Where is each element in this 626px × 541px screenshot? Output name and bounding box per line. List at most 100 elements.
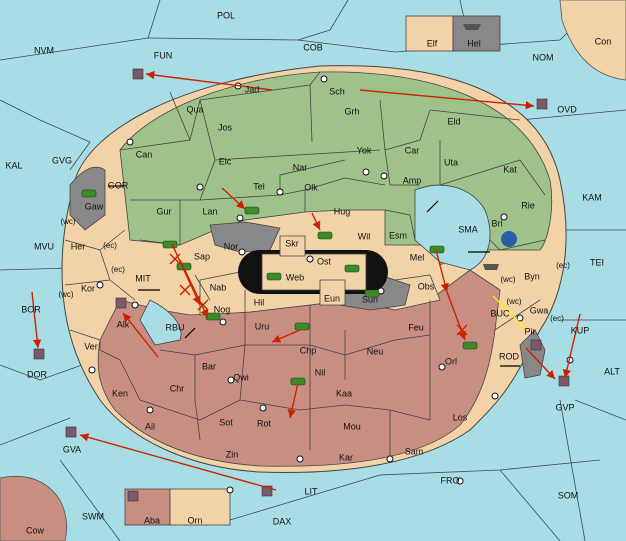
land-cow[interactable]: Cow	[26, 525, 45, 535]
land-hil[interactable]: Hil	[254, 297, 265, 307]
fleets[interactable]	[33, 68, 570, 502]
sea-sma[interactable]: SMA	[458, 224, 478, 234]
land-mel[interactable]: Mel	[410, 252, 425, 262]
sea-fun[interactable]: FUN	[154, 50, 173, 60]
land-feu[interactable]: Feu	[408, 322, 424, 332]
land-byn[interactable]: Byn	[524, 271, 540, 281]
land-uta[interactable]: Uta	[444, 157, 458, 167]
land-grh[interactable]: Grh	[344, 106, 359, 116]
coast-her-wc[interactable]: (wc)	[60, 217, 75, 226]
sea-nvm[interactable]: NVM	[34, 45, 54, 55]
coast-kor-wc[interactable]: (wc)	[58, 290, 73, 299]
sea-kam[interactable]: KAM	[582, 192, 602, 202]
sea-fro[interactable]: FRO	[441, 475, 460, 485]
sea-pol[interactable]: POL	[217, 10, 235, 20]
sea-cob[interactable]: COB	[303, 42, 323, 52]
land-obs[interactable]: Obs	[418, 281, 435, 291]
land-pir[interactable]: Pir	[525, 326, 536, 336]
corner-land-cow[interactable]	[0, 475, 68, 541]
coast-byn-wc[interactable]: (wc)	[500, 275, 515, 284]
land-can[interactable]: Can	[136, 149, 153, 159]
hel-region[interactable]	[452, 15, 501, 52]
coast-kor-ec[interactable]: (ec)	[111, 265, 125, 274]
land-nar[interactable]: Nar	[293, 162, 308, 172]
land-lan[interactable]: Lan	[202, 206, 217, 216]
land-wil[interactable]: Wil	[358, 231, 371, 241]
eun-region[interactable]	[319, 279, 346, 306]
sea-alt[interactable]: ALT	[604, 366, 620, 376]
land-kar[interactable]: Kar	[339, 452, 353, 462]
land-gur[interactable]: Gur	[156, 206, 171, 216]
land-ost[interactable]: Ost	[317, 256, 332, 266]
land-neu[interactable]: Neu	[367, 346, 384, 356]
land-amp[interactable]: Amp	[403, 175, 422, 185]
sea-lit[interactable]: LIT	[304, 486, 318, 496]
land-kor[interactable]: Kor	[81, 283, 95, 293]
grey-gaw[interactable]	[69, 166, 106, 231]
land-eun[interactable]: Eun	[324, 293, 340, 303]
sea-kup[interactable]: KUP	[571, 325, 590, 335]
land-gaw[interactable]: Gaw	[85, 201, 104, 211]
sea-nom[interactable]: NOM	[533, 52, 554, 62]
land-esm[interactable]: Esm	[389, 230, 407, 240]
sea-dax[interactable]: DAX	[273, 516, 292, 526]
sea-kal[interactable]: KAL	[5, 160, 22, 170]
land-yok[interactable]: Yok	[357, 145, 372, 155]
land-jos[interactable]: Jos	[218, 122, 233, 132]
land-ail[interactable]: Ail	[145, 421, 155, 431]
land-qua[interactable]: Qua	[186, 104, 203, 114]
coast-her-ec[interactable]: (ec)	[103, 241, 117, 250]
land-sap[interactable]: Sap	[194, 251, 210, 261]
land-uru[interactable]: Uru	[255, 321, 270, 331]
land-kaa[interactable]: Kaa	[336, 388, 352, 398]
land-con[interactable]: Con	[595, 36, 612, 46]
land-gwa[interactable]: Gwa	[530, 305, 549, 315]
sea-gor[interactable]: GOR	[108, 180, 129, 190]
sea-gva[interactable]: GVA	[63, 444, 81, 454]
land-sch[interactable]: Sch	[329, 86, 345, 96]
sea-buc[interactable]: BUC	[490, 308, 510, 318]
land-bri[interactable]: Bri	[492, 218, 503, 228]
buc-fleet[interactable]	[483, 264, 499, 270]
land-sun[interactable]: Sun	[362, 294, 378, 304]
sea-dor[interactable]: DOR	[27, 369, 48, 379]
land-los[interactable]: Los	[453, 412, 468, 422]
land-olk[interactable]: Olk	[304, 182, 318, 192]
land-orl[interactable]: Orl	[445, 356, 457, 366]
land-eld[interactable]: Eld	[447, 116, 460, 126]
land-web[interactable]: Web	[286, 272, 304, 282]
sea-mvu[interactable]: MVU	[34, 241, 54, 251]
land-zin[interactable]: Zin	[226, 449, 239, 459]
land-qwi[interactable]: Qwi	[233, 372, 249, 382]
land-orn[interactable]: Orn	[187, 515, 202, 525]
land-tel[interactable]: Tel	[253, 181, 265, 191]
sea-tei[interactable]: TEI	[590, 257, 604, 267]
sea-swm[interactable]: SWM	[82, 511, 104, 521]
sea-ovd[interactable]: OVD	[557, 104, 577, 114]
land-hug[interactable]: Hug	[334, 206, 351, 216]
sea-rod[interactable]: ROD	[499, 351, 520, 361]
land-hel[interactable]: Hel	[467, 38, 481, 48]
land-ver[interactable]: Ver	[84, 341, 98, 351]
land-nor[interactable]: Nor	[224, 241, 239, 251]
sea-gvg[interactable]: GVG	[52, 155, 72, 165]
land-chr[interactable]: Chr	[170, 383, 185, 393]
land-rot[interactable]: Rot	[257, 418, 272, 428]
land-elc[interactable]: Elc	[219, 156, 232, 166]
coast-byn-ec[interactable]: (ec)	[556, 261, 570, 270]
land-rie[interactable]: Rie	[521, 200, 535, 210]
land-car[interactable]: Car	[405, 145, 420, 155]
land-kat[interactable]: Kat	[503, 164, 517, 174]
land-sot[interactable]: Sot	[219, 417, 233, 427]
land-nab[interactable]: Nab	[210, 282, 227, 292]
orn-region[interactable]	[169, 488, 231, 526]
land-nil[interactable]: Nil	[315, 367, 326, 377]
land-sam[interactable]: Sam	[405, 446, 424, 456]
land-chp[interactable]: Chp	[300, 345, 317, 355]
land-nog[interactable]: Nog	[214, 304, 231, 314]
sea-mit[interactable]: MIT	[135, 273, 151, 283]
land-jad[interactable]: Jad	[245, 84, 260, 94]
coast-gwa-ec[interactable]: (ec)	[550, 314, 564, 323]
armies[interactable]	[81, 189, 478, 386]
land-bar[interactable]: Bar	[202, 361, 216, 371]
